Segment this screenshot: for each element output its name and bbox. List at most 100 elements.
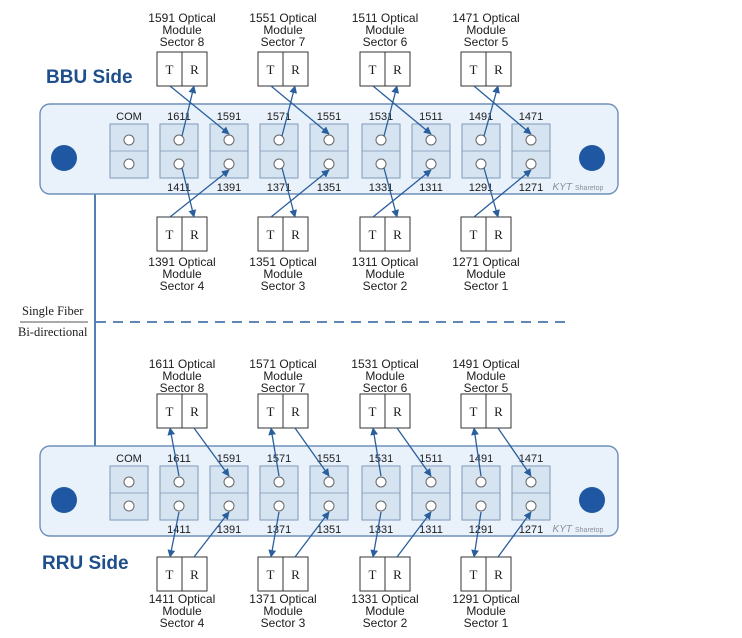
bbu-module-bottom-2-label-line1: 1311 Optical <box>352 255 419 269</box>
rru-connector-upper-3[interactable] <box>323 476 335 488</box>
rru-module-bottom-0-rx-label: R <box>190 567 199 582</box>
bbu-module-bottom-0-label-line2: Module <box>162 267 202 281</box>
rru-fiber-rx-top-3 <box>497 427 532 477</box>
bbu-module-top-2-tx-box <box>359 51 386 87</box>
bbu-module-bottom-2-tx-box <box>359 216 386 252</box>
rru-connector-upper-2[interactable] <box>273 476 285 488</box>
bbu-module-bottom-1-rx-label: R <box>291 227 300 242</box>
bbu-fiber-tx-top-2 <box>372 85 432 135</box>
rru-connector-lower-7[interactable] <box>525 500 537 512</box>
rru-module-bottom-3-label-line3: Sector 1 <box>464 616 509 630</box>
bbu-connector-upper-2[interactable] <box>273 134 285 146</box>
bbu-module-bottom-2-label-line2: Module <box>365 267 405 281</box>
bbu-fiber-rx-bottom-0 <box>181 167 197 218</box>
bbu-module-bottom-2-rx-box <box>384 216 411 252</box>
bbu-module-bottom-3-label-line1: 1271 Optical <box>452 255 519 269</box>
bbu-module-bottom-3-label-line2: Module <box>466 267 506 281</box>
bbu-module-bottom-2-tx-label: T <box>369 227 377 242</box>
bbu-connector-lower-5[interactable] <box>425 158 437 170</box>
rru-module-top-1-label-line3: Sector 7 <box>261 381 306 395</box>
rru-connector-lower-1[interactable] <box>223 500 235 512</box>
rru-com-connector-upper[interactable] <box>123 476 135 488</box>
rru-com-label: COM <box>116 453 142 465</box>
rru-module-bottom-0-label-line2: Module <box>162 604 202 618</box>
bbu-connector-lower-0[interactable] <box>173 158 185 170</box>
bbu-wavelength-top-2: 1571 <box>267 111 291 123</box>
rru-module-top-1-label-line1: 1571 Optical <box>249 357 316 371</box>
bbu-module-bottom-1-label-line1: 1351 Optical <box>249 255 316 269</box>
rru-connector-upper-0[interactable] <box>173 476 185 488</box>
bbu-fiber-rx-bottom-3 <box>483 167 500 218</box>
rru-wavelength-top-3: 1551 <box>317 453 341 465</box>
bbu-connector-lower-4[interactable] <box>375 158 387 170</box>
bbu-module-bottom-1-tx-box <box>257 216 284 252</box>
bbu-mount-hole-left <box>51 145 77 171</box>
bbu-connector-upper-3[interactable] <box>323 134 335 146</box>
rru-module-bottom-1-rx-box <box>282 556 309 592</box>
bbu-module-top-3-rx-box <box>485 51 512 87</box>
rru-module-bottom-0-label-line3: Sector 4 <box>160 616 205 630</box>
rru-wavelength-bottom-5: 1311 <box>419 524 443 536</box>
rru-module-top-1-label-line2: Module <box>263 369 303 383</box>
rru-connector-lower-2[interactable] <box>273 500 285 512</box>
divider-label-line2: Bi-directional <box>18 325 88 339</box>
rru-module-top-1-tx-label: T <box>267 404 275 419</box>
bbu-module-top-1-label-line3: Sector 7 <box>261 35 306 49</box>
bbu-wavelength-bottom-1: 1391 <box>217 182 241 194</box>
bbu-module-top-1-label-line2: Module <box>263 23 303 37</box>
bbu-connector-upper-4[interactable] <box>375 134 387 146</box>
bbu-connector-lower-3[interactable] <box>323 158 335 170</box>
rru-connector-lower-3[interactable] <box>323 500 335 512</box>
bbu-fiber-rx-bottom-1 <box>281 167 297 218</box>
bbu-com-connector-upper[interactable] <box>123 134 135 146</box>
bbu-connector-lower-2[interactable] <box>273 158 285 170</box>
rru-module-top-3-rx-label: R <box>494 404 503 419</box>
rru-connector-lower-5[interactable] <box>425 500 437 512</box>
rru-module-bottom-0-tx-label: T <box>166 567 174 582</box>
rru-module-top-2-rx-label: R <box>393 404 402 419</box>
rru-fiber-rx-top-1 <box>294 427 330 477</box>
bbu-module-top-0-label-line2: Module <box>162 23 202 37</box>
bbu-module-top-3-tx-box <box>460 51 487 87</box>
bbu-module-top-2-label-line3: Sector 6 <box>363 35 408 49</box>
rru-wavelength-bottom-2: 1371 <box>267 524 291 536</box>
bbu-wavelength-top-1: 1591 <box>217 111 241 123</box>
bbu-mount-hole-right <box>579 145 605 171</box>
rru-module-bottom-2-label-line1: 1331 Optical <box>351 592 418 606</box>
bbu-module-top-3-label-line2: Module <box>466 23 506 37</box>
bbu-connector-lower-6[interactable] <box>475 158 487 170</box>
bbu-connector-lower-7[interactable] <box>525 158 537 170</box>
bbu-wavelength-top-5: 1511 <box>419 111 443 123</box>
rru-wavelength-top-0: 1611 <box>167 453 191 465</box>
rru-connector-lower-0[interactable] <box>173 500 185 512</box>
rru-module-top-2-rx-box <box>384 393 411 429</box>
rru-module-bottom-2-tx-label: T <box>369 567 377 582</box>
bbu-module-top-2-label-line2: Module <box>365 23 405 37</box>
rru-connector-lower-6[interactable] <box>475 500 487 512</box>
bbu-connector-lower-1[interactable] <box>223 158 235 170</box>
bbu-connector-upper-0[interactable] <box>173 134 185 146</box>
rru-wavelength-top-4: 1531 <box>369 453 393 465</box>
rru-module-top-3-label-line2: Module <box>466 369 506 383</box>
rru-module-bottom-1-label-line3: Sector 3 <box>261 616 306 630</box>
rru-connector-upper-1[interactable] <box>223 476 235 488</box>
bbu-connector-upper-1[interactable] <box>223 134 235 146</box>
rru-connector-lower-4[interactable] <box>375 500 387 512</box>
rru-wavelength-top-5: 1511 <box>419 453 443 465</box>
rru-com-connector-lower[interactable] <box>123 500 135 512</box>
rru-module-top-2-label-line2: Module <box>365 369 405 383</box>
bbu-connector-upper-7[interactable] <box>525 134 537 146</box>
rru-connector-upper-7[interactable] <box>525 476 537 488</box>
bbu-com-connector-lower[interactable] <box>123 158 135 170</box>
rru-fiber-rx-bottom-2 <box>396 511 432 558</box>
rru-wavelength-bottom-0: 1411 <box>167 524 191 536</box>
rru-connector-upper-5[interactable] <box>425 476 437 488</box>
rru-connector-upper-6[interactable] <box>475 476 487 488</box>
rru-connector-upper-4[interactable] <box>375 476 387 488</box>
bbu-connector-upper-6[interactable] <box>475 134 487 146</box>
bbu-connector-upper-5[interactable] <box>425 134 437 146</box>
